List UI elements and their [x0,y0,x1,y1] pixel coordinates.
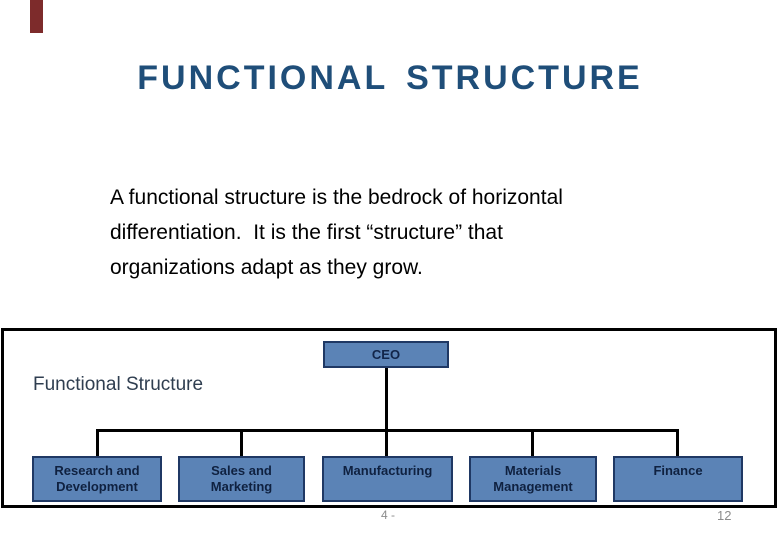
connector-drop-materials-management [531,429,534,457]
org-box-research-development: Research and Development [32,456,162,502]
corner-accent-mark [30,0,43,33]
org-box-materials-management: Materials Management [469,456,597,502]
connector-drop-research-development [96,429,99,457]
body-line-1: A functional structure is the bedrock of… [110,186,563,209]
org-box-label-line: Manufacturing [342,463,433,478]
org-box-label-line: Sales and [211,463,272,478]
org-box-ceo-label: CEO [371,347,401,362]
org-box-label-line: Finance [653,463,703,478]
footer-slide-code: 4 - [381,508,396,522]
org-box-label-line: Management [493,479,573,494]
connector-drop-finance [676,429,679,457]
org-box-ceo: CEO [323,341,449,368]
org-box-manufacturing: Manufacturing [322,456,453,502]
connector-drop-manufacturing [385,429,388,457]
org-box-label-line: Development [56,479,138,494]
org-box-label-line: Marketing [210,479,273,494]
org-box-label-line: Research and [54,463,140,478]
body-paragraph: A functional structure is the bedrock of… [110,180,710,285]
org-box-finance: Finance [613,456,743,502]
body-line-2: differentiation. It is the first “struct… [110,221,503,244]
org-box-label-line: Materials [504,463,562,478]
body-line-3: organizations adapt as they grow. [110,256,423,279]
slide-title: FUNCTIONAL STRUCTURE [137,59,643,97]
footer-page-number: 12 [717,508,732,523]
connector-drop-sales-marketing [240,429,243,457]
org-box-sales-marketing: Sales and Marketing [178,456,305,502]
connector-ceo-trunk [385,368,388,431]
org-chart-caption: Functional Structure [33,374,204,395]
